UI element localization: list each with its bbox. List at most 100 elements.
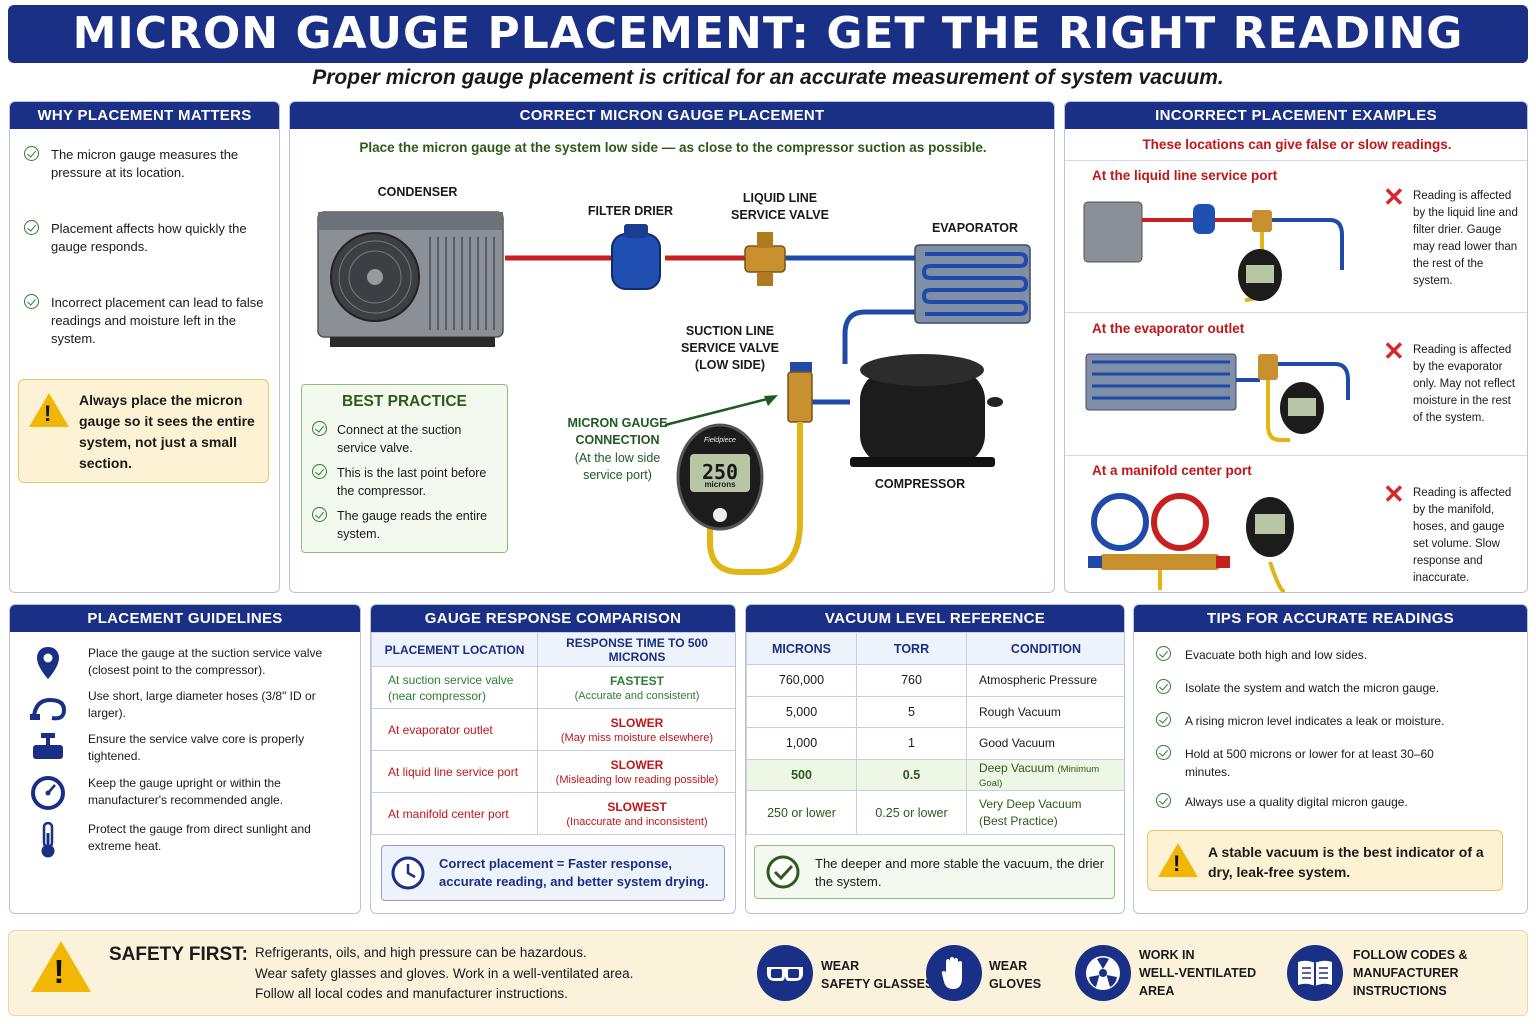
check-icon [1156, 712, 1171, 727]
response-panel: GAUGE RESPONSE COMPARISON PLACEMENT LOCA… [370, 604, 736, 914]
best-practice-item: This is the last point before the compre… [312, 464, 497, 500]
check-icon [1156, 679, 1171, 694]
safety-text: Refrigerants, oils, and high pressure ca… [255, 945, 634, 1001]
safety-heading: SAFETY FIRST: [109, 944, 248, 965]
response-footer-box: Correct placement = Faster response, acc… [381, 845, 725, 901]
guideline-item: Use short, large diameter hoses (3/8" ID… [30, 688, 350, 722]
label-condenser: CONDENSER [377, 185, 458, 199]
table-row: 250 or lower 0.25 or lower Very Deep Vac… [746, 790, 1124, 835]
response-col-time: RESPONSE TIME TO 500 MICRONS [537, 632, 735, 667]
gauge-reading: 250 [701, 460, 739, 484]
label-gauge-connection-sub: (At the low side service port) [574, 451, 661, 482]
incorrect-text-2: Reading is affected by the evaporator on… [1413, 344, 1516, 424]
vacuum-panel: VACUUM LEVEL REFERENCE MICRONS TORR COND… [745, 604, 1125, 914]
check-icon [1156, 793, 1171, 808]
warning-icon: ! [1158, 843, 1198, 877]
best-practice-item: Connect at the suction service valve. [312, 421, 497, 457]
incorrect-title-3: At a manifold center port [1092, 463, 1252, 478]
correct-heading: CORRECT MICRON GAUGE PLACEMENT [290, 102, 1054, 129]
guideline-item: Protect the gauge from direct sunlight a… [30, 821, 350, 859]
x-icon: ✕ [1383, 182, 1405, 212]
table-row: At liquid line service port SLOWER(Misle… [371, 750, 735, 793]
x-icon: ✕ [1383, 336, 1405, 366]
warning-icon: ! [31, 941, 91, 992]
incorrect-text-3: Reading is affected by the manifold, hos… [1413, 487, 1512, 584]
tip-item: Always use a quality digital micron gaug… [1156, 793, 1506, 811]
tip-item: Evacuate both high and low sides. [1156, 646, 1506, 664]
check-icon [24, 220, 39, 235]
guidelines-panel: PLACEMENT GUIDELINES Place the gauge at … [9, 604, 361, 914]
correct-instruction: Place the micron gauge at the system low… [359, 140, 987, 155]
gauge-unit: microns [704, 480, 736, 489]
tips-warning-box: ! A stable vacuum is the best indicator … [1147, 830, 1503, 891]
vacuum-heading: VACUUM LEVEL REFERENCE [746, 605, 1124, 632]
gauge-brand: Fieldpiece [704, 437, 736, 444]
manual-icon [1287, 945, 1343, 1001]
thermometer-icon [30, 821, 66, 859]
label-liquid-line-valve: LIQUID LINE SERVICE VALVE [731, 191, 829, 222]
why-item: Placement affects how quickly the gauge … [24, 220, 279, 256]
best-practice-heading: BEST PRACTICE [342, 393, 467, 410]
incorrect-title-1: At the liquid line service port [1092, 168, 1278, 183]
gauge-icon [30, 775, 66, 811]
label-gauge-connection: MICRON GAUGE CONNECTION [567, 416, 668, 447]
micron-gauge [676, 423, 764, 531]
why-warning-text: Always place the micron gauge so it sees… [79, 392, 255, 471]
tip-item: Isolate the system and watch the micron … [1156, 679, 1506, 697]
incorrect-heading: INCORRECT PLACEMENT EXAMPLES [1065, 102, 1527, 129]
why-item: The micron gauge measures the pressure a… [24, 146, 279, 182]
check-icon [24, 146, 39, 161]
tips-panel: TIPS FOR ACCURATE READINGS Evacuate both… [1133, 604, 1528, 914]
table-row: At manifold center port SLOWEST(Inaccura… [371, 792, 735, 835]
correct-panel: CORRECT MICRON GAUGE PLACEMENT Place the… [289, 101, 1055, 593]
valve-icon [30, 731, 66, 763]
table-row: 760,000 760 Atmospheric Pressure [746, 664, 1124, 697]
safety-label-ventilation: WORK IN WELL-VENTILATED AREA [1139, 948, 1257, 998]
check-icon [24, 294, 39, 309]
incorrect-note: These locations can give false or slow r… [1142, 137, 1452, 152]
incorrect-panel: INCORRECT PLACEMENT EXAMPLES These locat… [1064, 101, 1528, 593]
warning-icon: ! [29, 393, 69, 427]
vacuum-table: MICRONS TORR CONDITION 760,000 760 Atmos… [746, 632, 1124, 835]
page-title: MICRON GAUGE PLACEMENT: GET THE RIGHT RE… [8, 5, 1528, 63]
why-item: Incorrect placement can lead to false re… [24, 294, 279, 348]
guideline-item: Ensure the service valve core is properl… [30, 731, 350, 765]
manifold-example-diagram [1088, 493, 1294, 592]
clock-icon [391, 856, 425, 890]
page-subtitle: Proper micron gauge placement is critica… [312, 66, 1224, 89]
safety-label-codes: FOLLOW CODES & MANUFACTURER INSTRUCTIONS [1353, 948, 1468, 998]
table-row: 5,000 5 Rough Vacuum [746, 695, 1124, 728]
why-heading: WHY PLACEMENT MATTERS [10, 102, 279, 129]
filter-drier [611, 224, 661, 290]
response-footer-text: Correct placement = Faster response, acc… [439, 856, 709, 889]
check-icon [312, 507, 327, 522]
evaporator-example-diagram [1085, 353, 1350, 442]
tip-item: Hold at 500 microns or lower for at leas… [1156, 745, 1436, 781]
tips-warning-text: A stable vacuum is the best indicator of… [1208, 844, 1484, 880]
best-practice-item: The gauge reads the entire system. [312, 507, 497, 543]
incorrect-text-1: Reading is affected by the liquid line a… [1413, 190, 1518, 287]
guidelines-heading: PLACEMENT GUIDELINES [10, 605, 360, 632]
table-row: At evaporator outlet SLOWER(May miss moi… [371, 708, 735, 751]
tip-item: A rising micron level indicates a leak o… [1156, 712, 1506, 730]
response-table: PLACEMENT LOCATION RESPONSE TIME TO 500 … [371, 632, 735, 835]
location-pin-icon [30, 645, 66, 681]
guideline-item: Keep the gauge upright or within the man… [30, 775, 350, 811]
response-col-location: PLACEMENT LOCATION [371, 632, 538, 667]
vacuum-footer-box: The deeper and more stable the vacuum, t… [754, 845, 1115, 899]
guideline-item: Place the gauge at the suction service v… [30, 645, 350, 681]
ventilation-icon [1075, 945, 1131, 1001]
x-icon: ✕ [1383, 479, 1405, 509]
label-suction-valve: SUCTION LINE SERVICE VALVE (LOW SIDE) [681, 324, 779, 372]
check-icon [1156, 745, 1171, 760]
vacuum-footer-text: The deeper and more stable the vacuum, t… [815, 856, 1105, 889]
gloves-icon [926, 945, 982, 1001]
why-panel: WHY PLACEMENT MATTERS The micron gauge m… [9, 101, 280, 593]
check-icon [312, 421, 327, 436]
table-row: 1,000 1 Good Vacuum [746, 727, 1124, 760]
label-filter-drier: FILTER DRIER [587, 204, 674, 218]
safety-label-gloves: WEAR GLOVES [989, 959, 1042, 991]
table-row: At suction service valve (near compresso… [371, 666, 735, 709]
check-icon [312, 464, 327, 479]
table-row-highlight: 500 0.5 Deep Vacuum (Minimum Goal) [746, 758, 1124, 791]
